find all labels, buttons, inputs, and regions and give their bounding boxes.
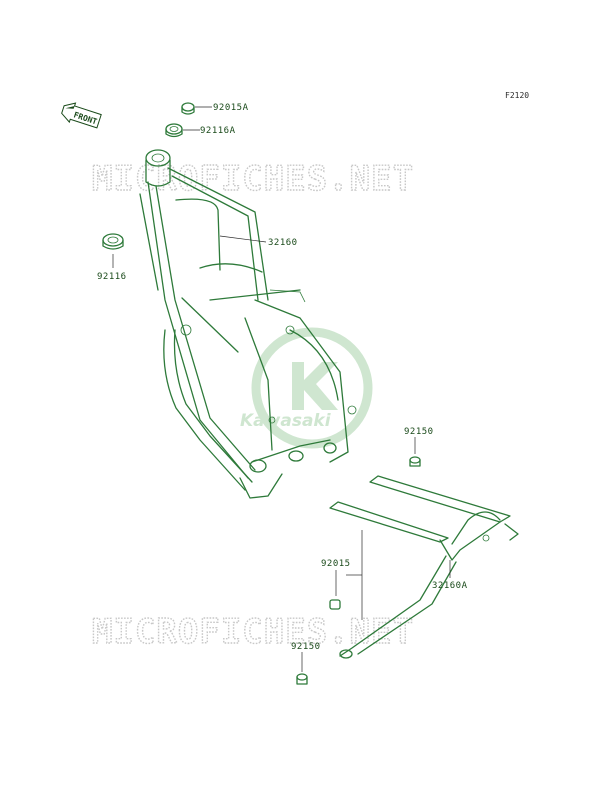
part-label-92116: 92116	[97, 272, 127, 282]
part-label-92015: 92015	[321, 559, 351, 569]
part-label-32160a: 32160A	[432, 581, 468, 591]
watermark-top: MICROFICHES.NET	[92, 159, 414, 199]
part-label-92116a: 92116A	[200, 126, 236, 136]
part-label-32160: 32160	[268, 238, 298, 248]
watermark-bottom: MICROFICHES.NET	[92, 612, 414, 652]
front-arrow: FRONT	[61, 102, 102, 129]
figure-code: F2120	[505, 91, 529, 100]
bearing-92116	[102, 233, 124, 250]
bolt-92150-upper	[409, 456, 421, 467]
part-label-92015a: 92015A	[213, 103, 249, 113]
main-frame	[139, 149, 357, 499]
kawasaki-logo: Kawasaki	[240, 327, 373, 449]
part-label-92150-lower: 92150	[291, 642, 321, 652]
part-label-92150-upper: 92150	[404, 427, 434, 437]
bolt-92150-lower	[296, 673, 308, 685]
bearing-92116a	[165, 123, 183, 138]
rear-subframe	[329, 475, 519, 659]
nut-92015a	[181, 102, 195, 115]
logo-text: Kawasaki	[240, 411, 332, 431]
nut-92015	[329, 599, 341, 610]
